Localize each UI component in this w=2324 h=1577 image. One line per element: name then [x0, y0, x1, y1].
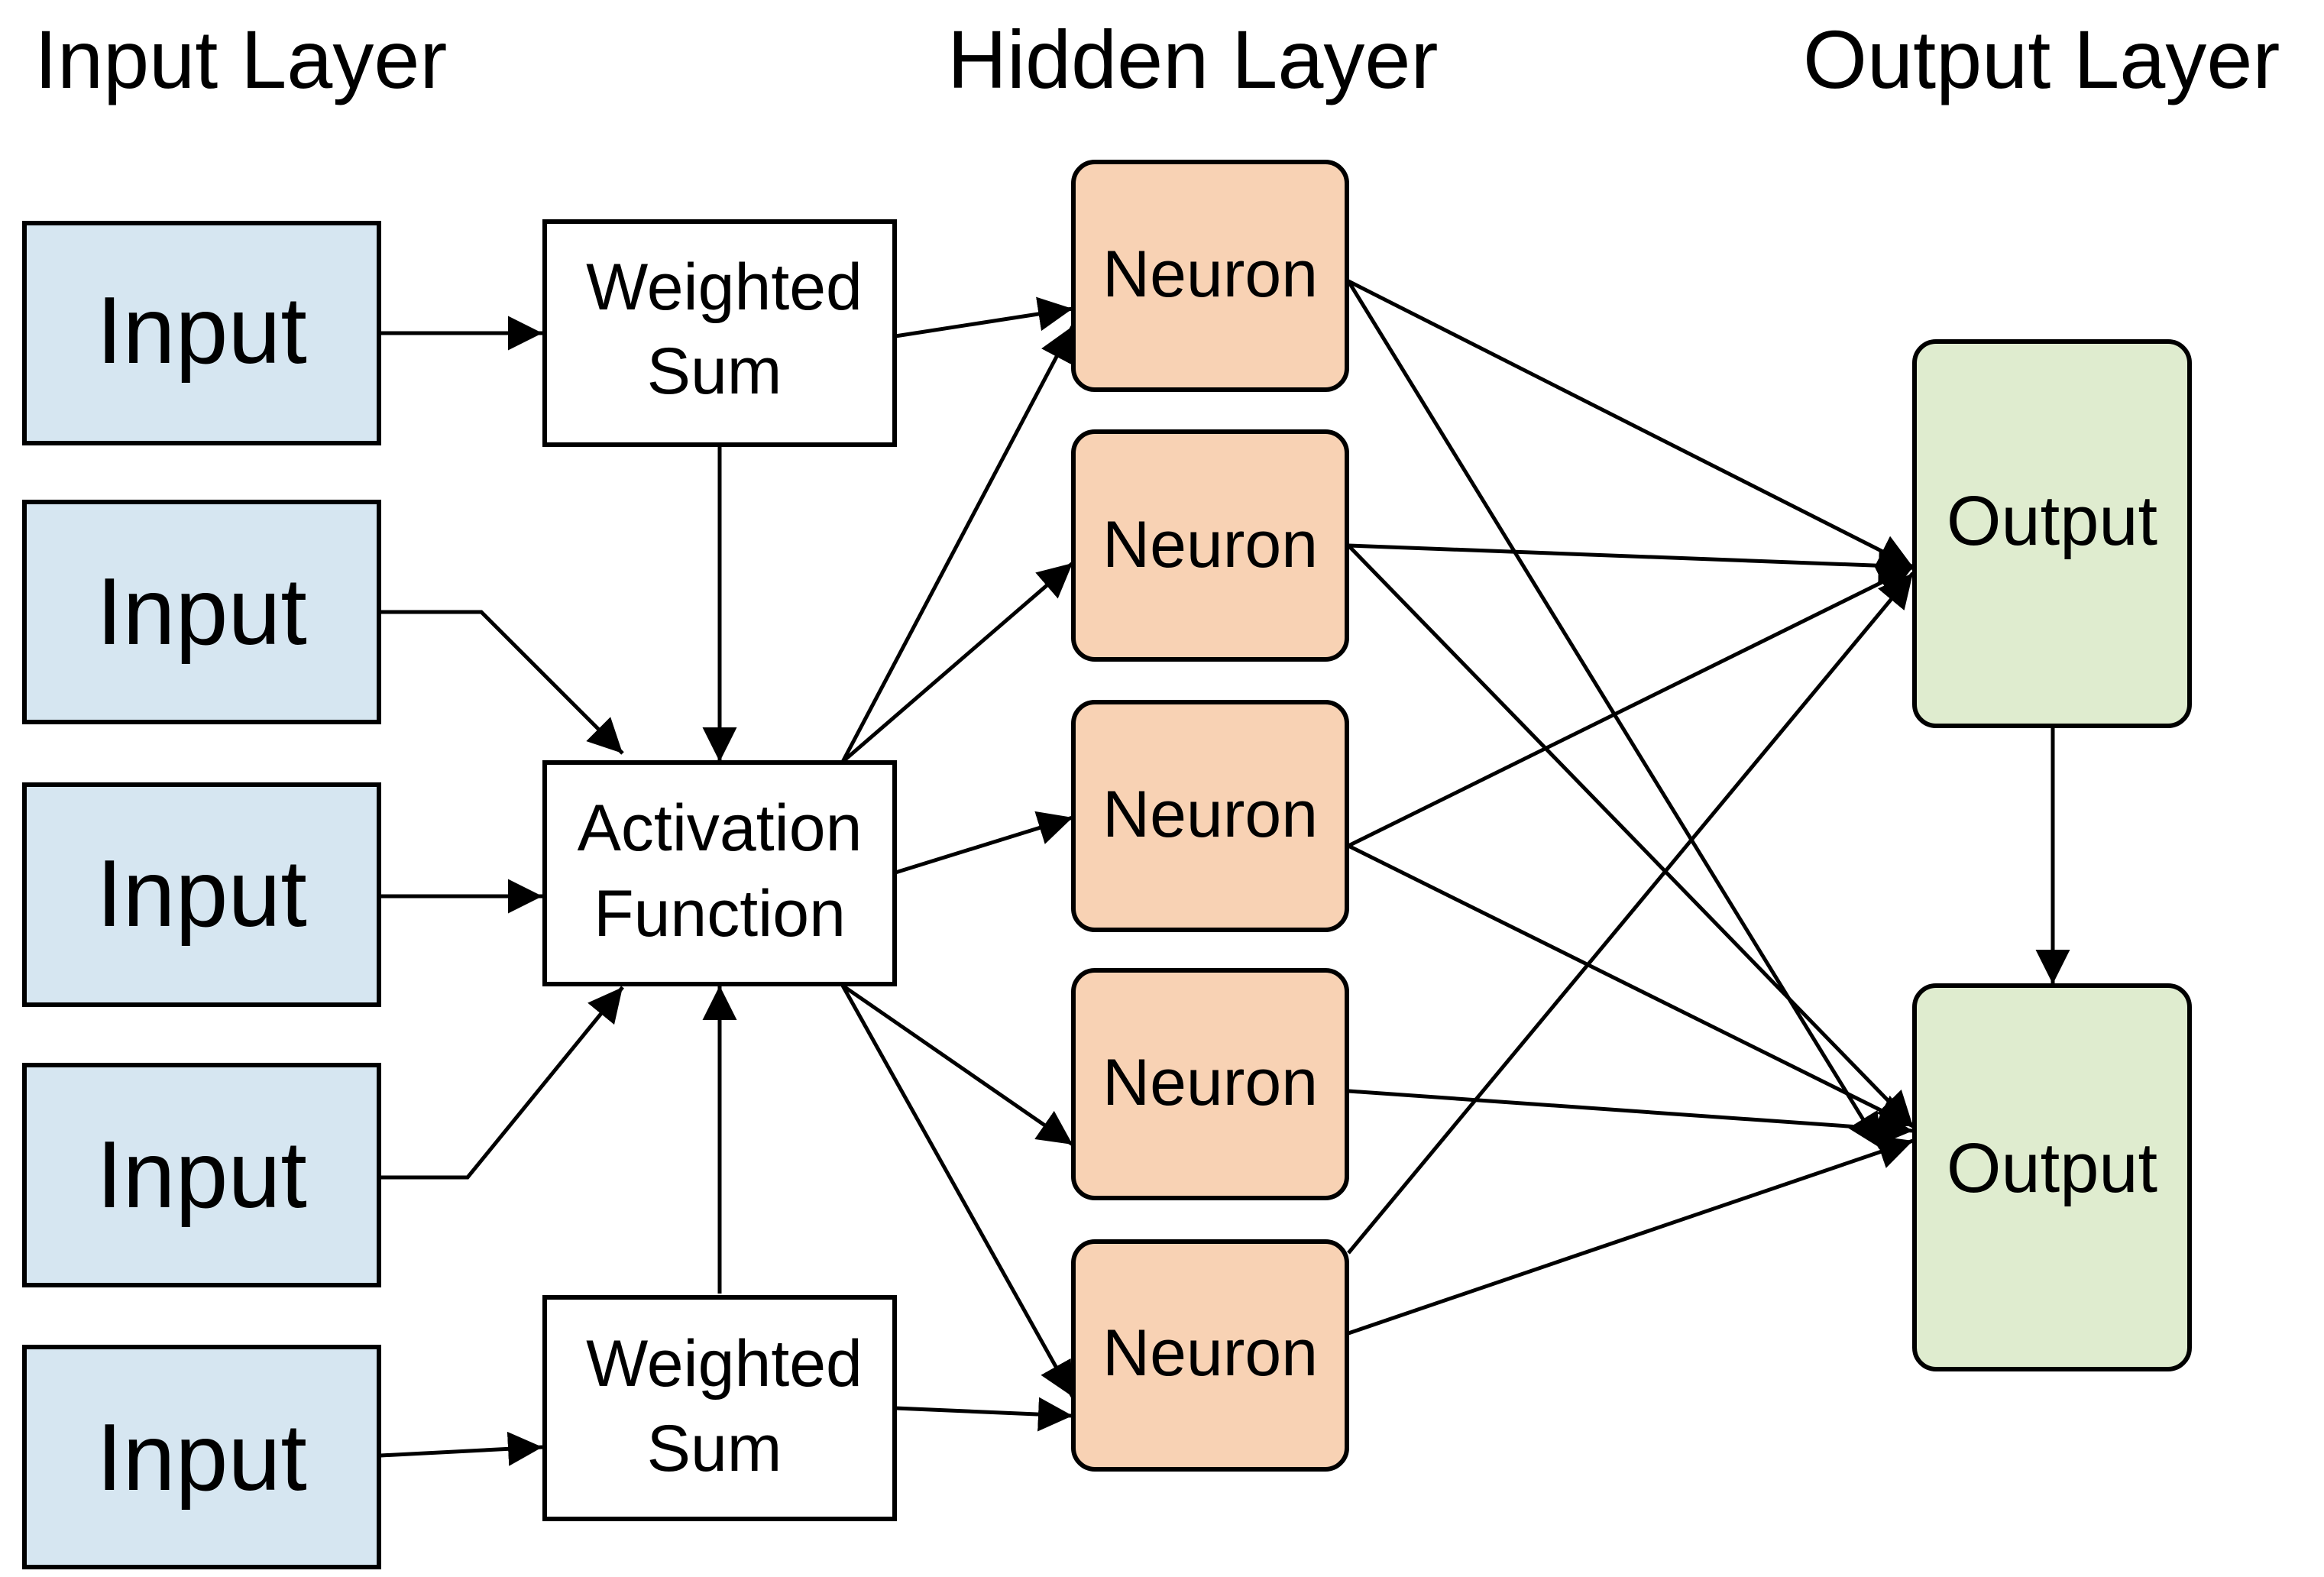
weighted-sum-top: Weighted Sum — [542, 219, 897, 447]
neuron-node: Neuron — [1071, 1239, 1349, 1472]
edge-input2-to-activation — [380, 610, 624, 755]
input-layer-title: Input Layer — [34, 13, 447, 105]
edge-neuron4-to-output2 — [1348, 1089, 1914, 1146]
edge-neuron2-to-output1 — [1348, 543, 1914, 583]
neuron-node: Neuron — [1071, 968, 1349, 1200]
input-node: Input — [22, 782, 381, 1007]
weighted-sum-bottom-label-line1: Weighted — [586, 1327, 863, 1401]
input-node-label: Input — [96, 278, 307, 384]
weighted-sum-bottom-box — [542, 1295, 897, 1521]
activation-function: Activation Function — [542, 760, 897, 986]
weighted-sum-top-label-line2: Sum — [647, 335, 782, 408]
edge-neuron1-to-output1 — [1347, 279, 1915, 569]
edge-input4-to-activation — [380, 986, 624, 1180]
output-node: Output — [1912, 339, 2192, 728]
neuron-node-label: Neuron — [1102, 1046, 1318, 1119]
neuron-node-box — [1071, 160, 1349, 392]
activation-function-box — [542, 760, 897, 986]
input-node: Input — [22, 1345, 381, 1569]
output-layer: Output Output — [1912, 339, 2192, 1371]
edge-weighted-bottom-to-neuron5 — [895, 1397, 1073, 1432]
edge-neuron2-to-output2 — [1347, 544, 1915, 1128]
input-node-box — [22, 782, 381, 1007]
input-node: Input — [22, 1063, 381, 1287]
edge-neuron3-to-output1 — [1347, 565, 1915, 848]
hidden-layer: Neuron Neuron Neuron Neuron Neuron — [1071, 160, 1349, 1472]
input-node-box — [22, 1063, 381, 1287]
edge-input5-to-weighted-bottom — [380, 1431, 543, 1466]
edge-activation-to-neuron3 — [895, 811, 1073, 875]
edge-neuron3-to-output2 — [1347, 844, 1915, 1129]
edge-activation-to-neuron2 — [841, 562, 1074, 763]
output-node-label: Output — [1947, 1129, 2157, 1207]
neuron-node-label: Neuron — [1102, 778, 1318, 851]
edge-neuron5-to-output1 — [1347, 572, 1915, 1255]
neuron-node-label: Neuron — [1102, 508, 1318, 581]
input-node-box — [22, 500, 381, 724]
edge-weighted-top-to-neuron1 — [895, 296, 1073, 338]
input-node-label: Input — [96, 841, 307, 947]
neuron-node: Neuron — [1071, 429, 1349, 662]
edge-activation-to-neuron1 — [840, 325, 1075, 763]
activation-function-label-line2: Function — [594, 877, 846, 950]
edge-neuron5-to-output2 — [1348, 1135, 1914, 1336]
input-node-box — [22, 221, 381, 445]
input-node-label: Input — [96, 1405, 307, 1511]
neuron-node-box — [1071, 1239, 1349, 1472]
neuron-node-box — [1071, 700, 1349, 932]
output-node-box — [1912, 339, 2192, 728]
edge-activation-to-neuron5 — [840, 984, 1075, 1398]
hidden-layer-title: Hidden Layer — [947, 13, 1438, 105]
input-node: Input — [22, 500, 381, 724]
output-node-label: Output — [1947, 482, 2157, 560]
weighted-sum-top-box — [542, 219, 897, 447]
neuron-node: Neuron — [1071, 700, 1349, 932]
neuron-node-label: Neuron — [1102, 1316, 1318, 1390]
output-node: Output — [1912, 983, 2192, 1371]
edges — [380, 279, 2070, 1466]
neuron-node-label: Neuron — [1102, 238, 1318, 311]
edge-activation-to-neuron4 — [841, 983, 1074, 1147]
weighted-sum-bottom-label-line2: Sum — [647, 1412, 782, 1485]
input-node: Input — [22, 221, 381, 445]
input-node-label: Input — [96, 1122, 307, 1228]
output-layer-title: Output Layer — [1803, 13, 2280, 105]
neuron-node-box — [1071, 429, 1349, 662]
weighted-sum-bottom: Weighted Sum — [542, 1295, 897, 1521]
activation-function-label-line1: Activation — [578, 792, 863, 865]
input-node-box — [22, 1345, 381, 1569]
output-node-box — [1912, 983, 2192, 1371]
weighted-sum-top-label-line1: Weighted — [586, 251, 863, 324]
neuron-node: Neuron — [1071, 160, 1349, 392]
input-layer: Input Input Input Input Input — [22, 221, 381, 1569]
input-node-label: Input — [96, 559, 307, 665]
neuron-node-box — [1071, 968, 1349, 1200]
